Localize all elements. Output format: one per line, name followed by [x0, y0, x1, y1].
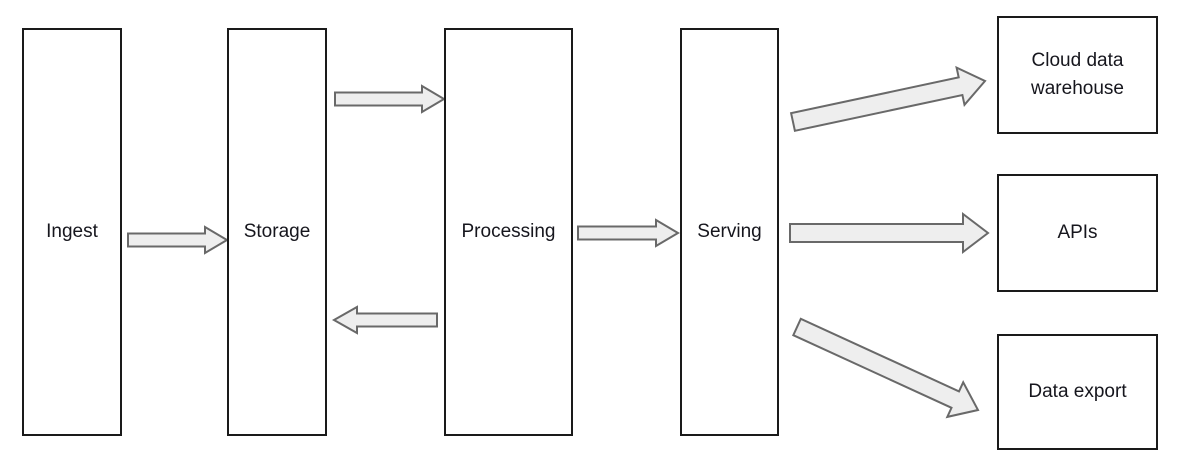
- arrow-serving-to-cloud-warehouse-icon: [789, 65, 987, 132]
- node-cloud-data-warehouse: Cloud data warehouse: [997, 16, 1158, 134]
- node-ingest: Ingest: [22, 28, 122, 436]
- node-apis-label: APIs: [1057, 222, 1098, 244]
- node-ingest-label: Ingest: [46, 221, 98, 243]
- arrow-processing-to-serving-icon: [577, 218, 680, 248]
- node-data-export-label: Data export: [1028, 381, 1127, 403]
- node-storage-label: Storage: [243, 221, 311, 243]
- node-cloud-data-warehouse-label: Cloud data warehouse: [1031, 50, 1124, 99]
- node-serving-label: Serving: [697, 221, 762, 243]
- arrow-processing-to-storage-icon: [331, 305, 438, 335]
- node-apis: APIs: [997, 174, 1158, 292]
- arrow-ingest-to-storage-icon: [127, 225, 229, 255]
- arrow-storage-to-processing-icon: [334, 84, 446, 114]
- node-storage: Storage: [227, 28, 327, 436]
- arrow-serving-to-data-export-icon: [791, 317, 980, 419]
- node-processing-label: Processing: [461, 221, 556, 243]
- node-serving: Serving: [680, 28, 779, 436]
- node-data-export: Data export: [997, 334, 1158, 450]
- node-processing: Processing: [444, 28, 573, 436]
- arrow-serving-to-apis-icon: [789, 211, 990, 255]
